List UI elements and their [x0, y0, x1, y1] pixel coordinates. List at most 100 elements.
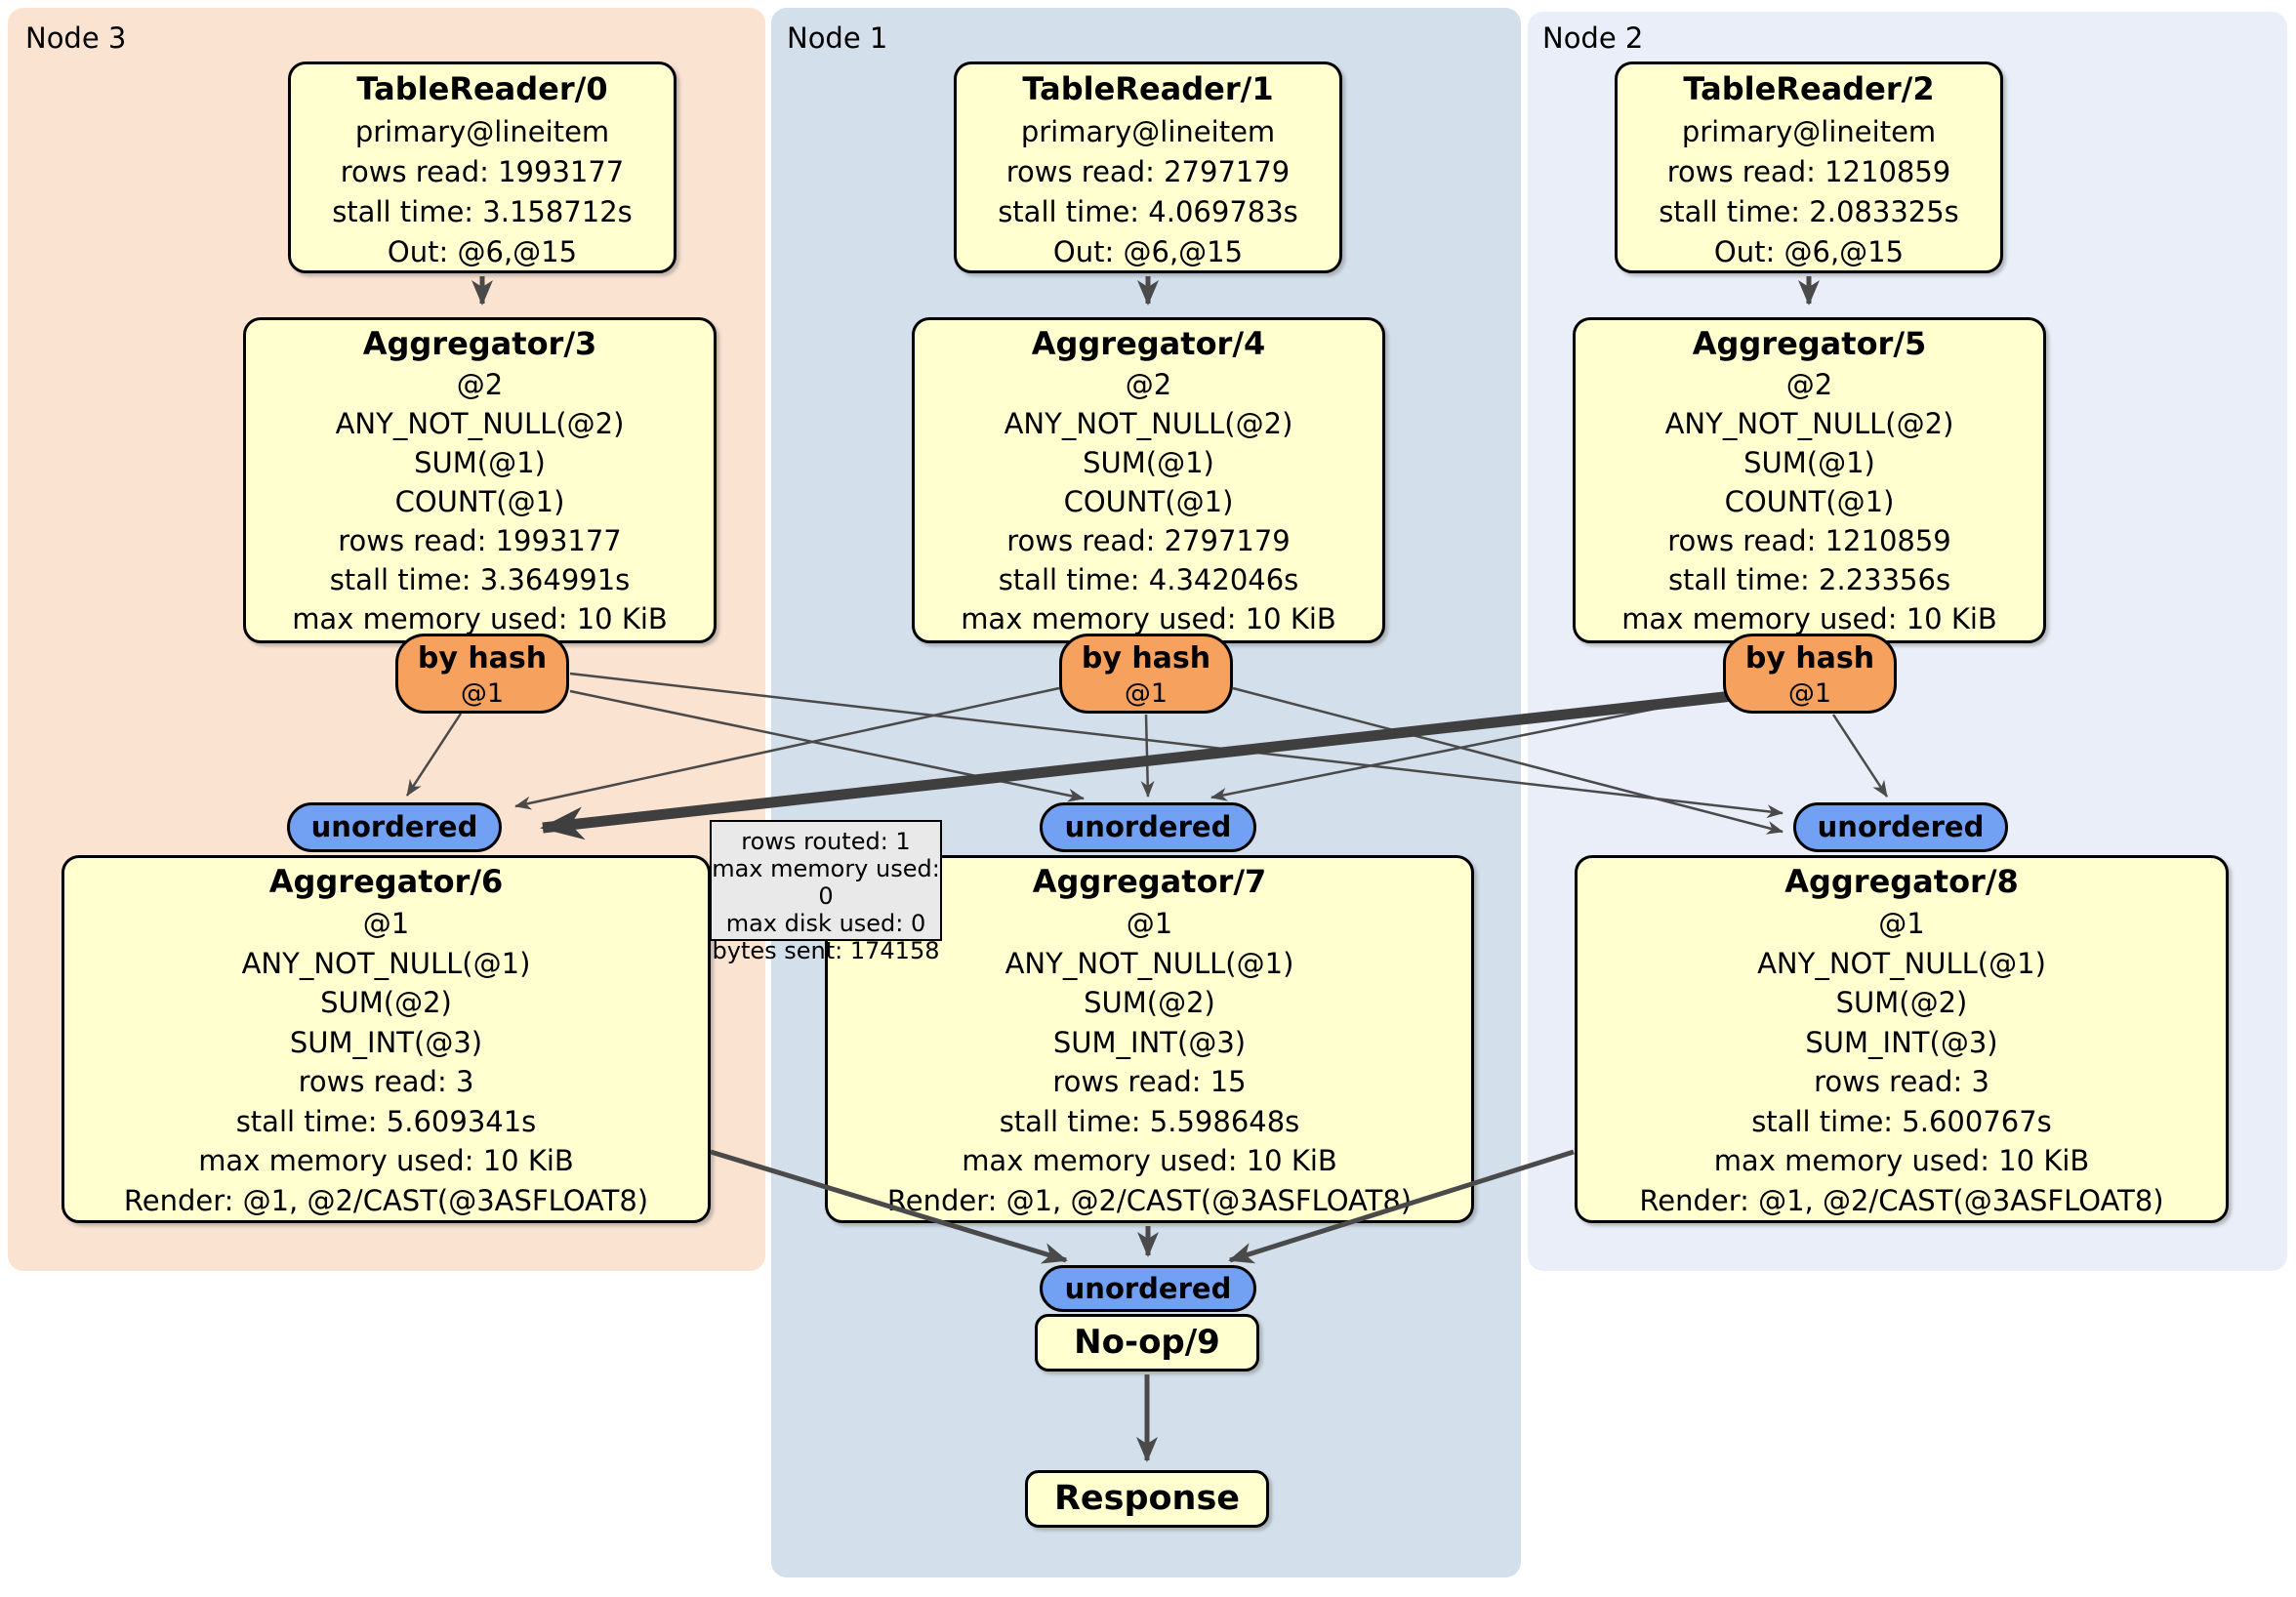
- processor-line: stall time: 3.158712s: [332, 195, 633, 228]
- processor-title: Aggregator/4: [1031, 325, 1266, 362]
- processor-line: max memory used: 10 KiB: [1713, 1144, 2090, 1177]
- processor-line: SUM(@2): [1084, 986, 1215, 1019]
- processor-line: max memory used: 10 KiB: [292, 602, 668, 635]
- processor-noop-9: No-op/9: [1035, 1314, 1259, 1372]
- tooltip-line: bytes sent: 174158: [712, 937, 940, 964]
- processor-line: rows read: 1210859: [1667, 524, 1951, 557]
- processor-line: rows read: 1210859: [1666, 155, 1951, 188]
- processor-line: ANY_NOT_NULL(@2): [335, 407, 625, 440]
- router-by-hash-col1: by hash @1: [395, 634, 569, 714]
- processor-title: TableReader/0: [356, 70, 608, 107]
- processor-aggregator-4: Aggregator/4 @2 ANY_NOT_NULL(@2) SUM(@1)…: [912, 317, 1385, 643]
- node-label-1: Node 1: [787, 21, 888, 55]
- processor-line: stall time: 5.598648s: [999, 1104, 1300, 1138]
- node-label-2: Node 2: [1542, 21, 1644, 55]
- router-detail: @1: [1787, 678, 1832, 709]
- processor-title: TableReader/2: [1683, 70, 1935, 107]
- processor-title: Aggregator/8: [1784, 863, 2019, 900]
- processor-aggregator-8: Aggregator/8 @1 ANY_NOT_NULL(@1) SUM(@2)…: [1575, 855, 2229, 1223]
- processor-line: rows read: 15: [1052, 1065, 1247, 1098]
- router-detail: @1: [460, 678, 505, 709]
- processor-line: Render: @1, @2/CAST(@3ASFLOAT8): [123, 1183, 649, 1217]
- processor-line: rows read: 3: [298, 1065, 474, 1098]
- processor-line: COUNT(@1): [1724, 485, 1895, 518]
- router-detail: @1: [1124, 678, 1168, 709]
- processor-title: Aggregator/6: [268, 863, 504, 900]
- processor-title: Aggregator/5: [1692, 325, 1927, 362]
- processor-tablereader-0: TableReader/0 primary@lineitem rows read…: [288, 61, 676, 273]
- edge-hash5-to-sync-col2[interactable]: [1210, 693, 1725, 801]
- processor-line: @1: [1126, 907, 1173, 940]
- processor-line: SUM(@2): [1835, 986, 1968, 1019]
- processor-line: Out: @6,@15: [1052, 235, 1244, 268]
- edge-tooltip: rows routed: 1 max memory used: 0 max di…: [710, 820, 942, 964]
- processor-line: ANY_NOT_NULL(@1): [1757, 946, 2046, 980]
- processor-line: @2: [1125, 368, 1172, 401]
- processor-line: stall time: 5.600767s: [1751, 1104, 2052, 1138]
- tooltip-line: rows routed: 1: [741, 828, 911, 855]
- processor-line: primary@lineitem: [1020, 115, 1276, 148]
- tooltip-line: max disk used: 0: [725, 910, 926, 937]
- node-label-3: Node 3: [25, 21, 127, 55]
- edge-hash5-to-sync-col1-highlighted[interactable]: [540, 689, 1742, 840]
- router-by-hash-col3: by hash @1: [1723, 634, 1897, 714]
- processor-line: SUM_INT(@3): [1805, 1025, 1998, 1059]
- edge-hash3-to-sync-col3[interactable]: [569, 672, 1784, 819]
- processor-line: primary@lineitem: [354, 115, 610, 148]
- processor-line: SUM(@1): [1743, 446, 1875, 479]
- processor-line: SUM_INT(@3): [289, 1025, 483, 1059]
- processor-line: stall time: 4.342046s: [998, 563, 1299, 596]
- processor-tablereader-2: TableReader/2 primary@lineitem rows read…: [1615, 61, 2003, 273]
- processor-line: ANY_NOT_NULL(@2): [1664, 407, 1954, 440]
- edge-hash3-to-sync-col2[interactable]: [569, 689, 1085, 802]
- edge-hash4-to-sync-col1[interactable]: [514, 686, 1060, 810]
- processor-line: @2: [456, 368, 504, 401]
- processor-line: Render: @1, @2/CAST(@3ASFLOAT8): [886, 1183, 1413, 1217]
- processor-line: stall time: 4.069783s: [998, 195, 1298, 228]
- processor-line: primary@lineitem: [1681, 115, 1937, 148]
- processor-aggregator-3: Aggregator/3 @2 ANY_NOT_NULL(@2) SUM(@1)…: [243, 317, 717, 643]
- router-label: by hash: [1081, 641, 1211, 676]
- processor-line: ANY_NOT_NULL(@2): [1004, 407, 1293, 440]
- processor-line: max memory used: 10 KiB: [1621, 602, 1997, 635]
- router-label: by hash: [417, 641, 548, 676]
- processor-line: rows read: 2797179: [1006, 524, 1291, 557]
- sync-unordered-col2: unordered: [1040, 802, 1256, 852]
- router-label: by hash: [1744, 641, 1875, 676]
- processor-line: SUM(@1): [1083, 446, 1214, 479]
- processor-line: Out: @6,@15: [387, 235, 578, 268]
- processor-line: max memory used: 10 KiB: [198, 1144, 574, 1177]
- processor-line: rows read: 3: [1814, 1065, 1989, 1098]
- processor-line: stall time: 5.609341s: [235, 1104, 537, 1138]
- processor-line: ANY_NOT_NULL(@1): [1004, 946, 1294, 980]
- processor-line: SUM(@2): [320, 986, 452, 1019]
- processor-line: stall time: 2.083325s: [1659, 195, 1959, 228]
- processor-line: Out: @6,@15: [1713, 235, 1905, 268]
- processor-line: stall time: 3.364991s: [329, 563, 631, 596]
- processor-line: max memory used: 10 KiB: [961, 602, 1336, 635]
- processor-line: stall time: 2.23356s: [1667, 563, 1951, 596]
- processor-response: Response: [1025, 1470, 1269, 1528]
- processor-aggregator-6: Aggregator/6 @1 ANY_NOT_NULL(@1) SUM(@2)…: [62, 855, 711, 1223]
- arrow-aggregator6-final-sync[interactable]: [710, 1149, 1068, 1264]
- edge-hash3-to-sync-col1[interactable]: [405, 713, 463, 797]
- processor-line: rows read: 1993177: [340, 155, 625, 188]
- processor-line: COUNT(@1): [394, 485, 565, 518]
- processor-line: SUM(@1): [414, 446, 546, 479]
- edge-hash5-to-sync-col3[interactable]: [1831, 714, 1889, 798]
- sync-unordered-col3: unordered: [1793, 802, 2008, 852]
- processor-line: max memory used: 10 KiB: [962, 1144, 1337, 1177]
- processor-line: rows read: 1993177: [338, 524, 622, 557]
- processor-line: @1: [362, 907, 410, 940]
- processor-line: COUNT(@1): [1063, 485, 1234, 518]
- processor-title: Aggregator/3: [362, 325, 597, 362]
- sync-unordered-final: unordered: [1040, 1265, 1256, 1312]
- arrow-aggregator8-final-sync[interactable]: [1228, 1149, 1575, 1264]
- processor-line: @2: [1785, 368, 1833, 401]
- sync-unordered-col1: unordered: [287, 802, 502, 852]
- processor-line: Render: @1, @2/CAST(@3ASFLOAT8): [1639, 1183, 2164, 1217]
- processor-line: SUM_INT(@3): [1052, 1025, 1247, 1059]
- edge-hash4-to-sync-col3[interactable]: [1232, 686, 1784, 835]
